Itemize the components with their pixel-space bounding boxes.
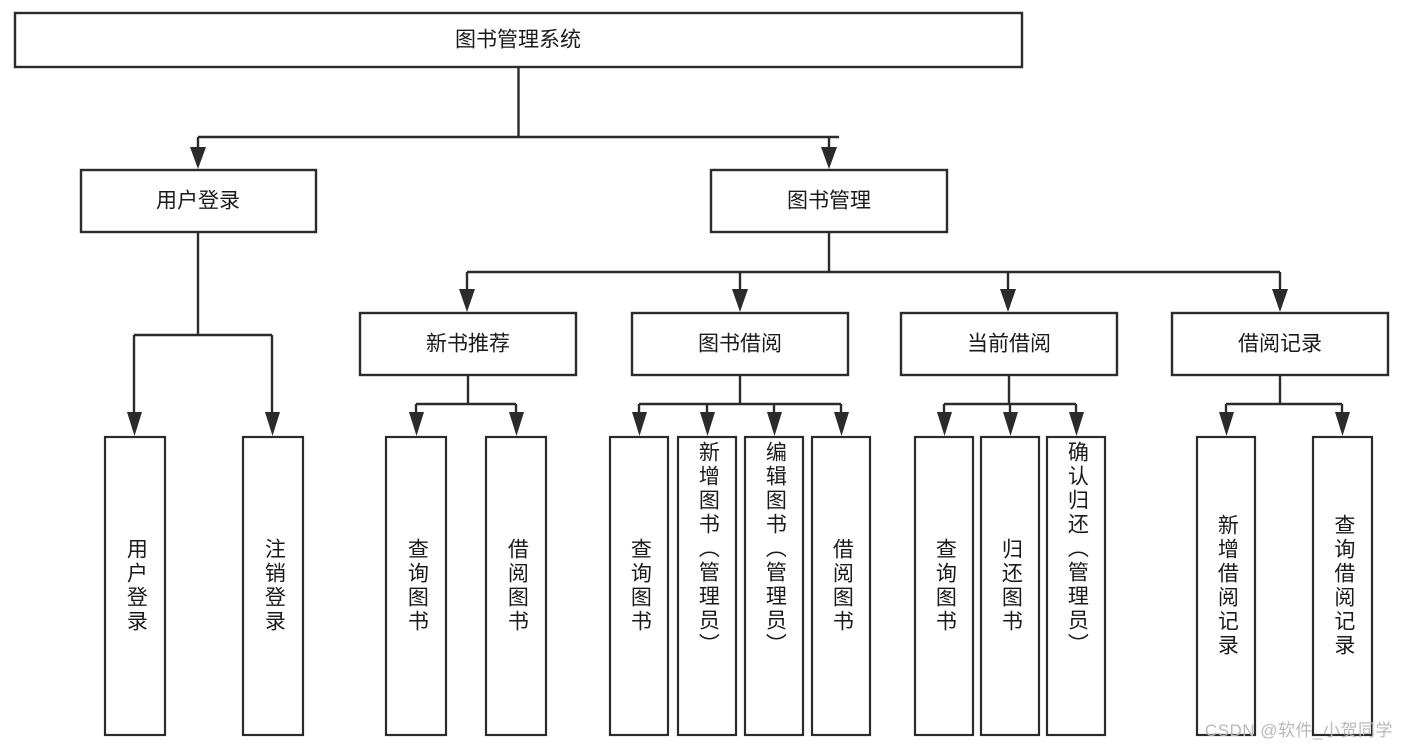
leaf-box-layer bbox=[103, 435, 1374, 737]
arrow-to-new-book-recommend bbox=[459, 289, 475, 312]
leaf-box-add-book-admin[interactable] bbox=[676, 435, 738, 737]
arrow-to-leaf-query-borrow-record bbox=[1335, 412, 1350, 436]
leaf-box-query-borrow-record[interactable] bbox=[1311, 435, 1374, 737]
arrow-to-leaf-user-login bbox=[127, 412, 142, 436]
arrow-to-leaf-add-borrow-record bbox=[1219, 412, 1234, 436]
node-borrow-record-label: 借阅记录 bbox=[1238, 333, 1322, 356]
arrow-to-leaf-borrow-book-nbr bbox=[509, 412, 524, 436]
csdn-watermark: CSDN @软件_小贺同学 bbox=[1204, 721, 1393, 740]
node-user-login[interactable]: 用户登录 bbox=[79, 168, 318, 234]
arrow-to-leaf-user-logout bbox=[265, 412, 280, 436]
node-book-borrow-box[interactable] bbox=[630, 311, 850, 377]
leaf-box-user-login[interactable] bbox=[103, 435, 167, 737]
leaf-box-confirm-return-admin[interactable] bbox=[1045, 435, 1107, 737]
leaf-box-edit-book-admin[interactable] bbox=[743, 435, 805, 737]
arrow-to-current-borrow bbox=[1000, 289, 1016, 312]
node-book-management[interactable]: 图书管理 bbox=[709, 168, 949, 234]
leaf-box-query-book-cb[interactable] bbox=[913, 435, 975, 737]
node-current-borrow-box[interactable] bbox=[899, 311, 1119, 377]
node-user-login-box[interactable] bbox=[79, 168, 318, 234]
node-root[interactable]: 图书管理系统 bbox=[13, 11, 1024, 69]
arrow-to-leaf-confirm-return-admin bbox=[1069, 412, 1084, 436]
arrow-to-leaf-borrow-book-bb bbox=[834, 412, 849, 436]
connector-layer bbox=[127, 67, 1350, 436]
node-new-book-recommend[interactable]: 新书推荐 bbox=[358, 311, 578, 377]
node-user-login-label: 用户登录 bbox=[156, 190, 240, 213]
node-new-book-recommend-label: 新书推荐 bbox=[426, 333, 510, 356]
node-current-borrow[interactable]: 当前借阅 bbox=[899, 311, 1119, 377]
leaf-box-user-logout[interactable] bbox=[241, 435, 305, 737]
arrow-to-book-borrow bbox=[732, 289, 748, 312]
leaf-box-add-borrow-record[interactable] bbox=[1195, 435, 1257, 737]
arrow-to-leaf-return-book bbox=[1003, 412, 1018, 436]
node-root-label: 图书管理系统 bbox=[455, 29, 581, 52]
node-book-management-label: 图书管理 bbox=[787, 190, 871, 213]
leaf-box-query-book-bb[interactable] bbox=[608, 435, 670, 737]
leaf-box-borrow-book-bb[interactable] bbox=[810, 435, 872, 737]
arrow-to-leaf-query-book-bb bbox=[632, 412, 647, 436]
node-book-borrow[interactable]: 图书借阅 bbox=[630, 311, 850, 377]
node-book-management-box[interactable] bbox=[709, 168, 949, 234]
arrow-to-borrow-record bbox=[1272, 289, 1288, 312]
arrow-to-leaf-add-book-admin bbox=[700, 412, 715, 436]
node-borrow-record-box[interactable] bbox=[1170, 311, 1390, 377]
leaf-box-borrow-book-nbr[interactable] bbox=[484, 435, 548, 737]
arrow-root-to-user-login bbox=[190, 147, 206, 169]
node-new-book-recommend-box[interactable] bbox=[358, 311, 578, 377]
node-book-borrow-label: 图书借阅 bbox=[698, 333, 782, 356]
arrow-to-leaf-edit-book-admin bbox=[767, 412, 782, 436]
arrow-root-to-book-management bbox=[821, 147, 837, 169]
arrow-to-leaf-query-book-cb bbox=[937, 412, 952, 436]
node-current-borrow-label: 当前借阅 bbox=[967, 333, 1051, 356]
leaf-box-return-book[interactable] bbox=[979, 435, 1041, 737]
arrow-to-leaf-query-book-nbr bbox=[409, 412, 424, 436]
leaf-box-query-book-nbr[interactable] bbox=[384, 435, 448, 737]
node-root-box[interactable] bbox=[13, 11, 1024, 69]
node-borrow-record[interactable]: 借阅记录 bbox=[1170, 311, 1390, 377]
